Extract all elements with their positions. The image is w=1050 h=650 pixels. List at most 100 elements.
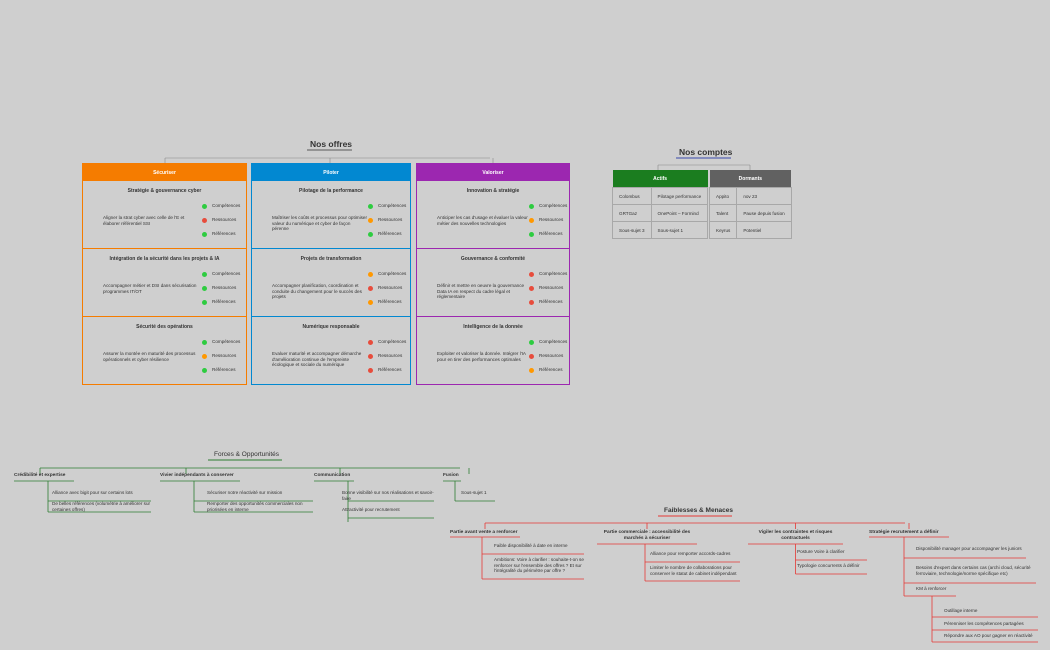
offers-title: Nos offres: [310, 139, 353, 149]
forces-leaf: Bonne visibilité sur nos réalisations et…: [342, 490, 434, 501]
faiblesses-branch-label: Partie commerciale : accessibilité des m…: [603, 530, 691, 541]
forces-title: Forces & Opportunités: [214, 451, 280, 458]
offer-leaf: Références: [529, 229, 569, 241]
offer-leaf: Références: [202, 229, 242, 241]
forces-leaf: Sous-sujet 1: [461, 490, 487, 495]
status-dot-red: [368, 368, 373, 373]
forces-branch-label: Crédibilité et expertise: [14, 473, 66, 478]
faiblesses-leaf: Typologie concurrents à définir: [797, 563, 860, 568]
faiblesses-subleaf: Répondre aux AO pour gagner en réactivit…: [944, 633, 1033, 638]
faiblesses-subleaf: Outillage interne: [944, 608, 978, 613]
status-dot-red: [202, 218, 207, 223]
account-cell: Pilotage performance: [650, 187, 709, 205]
status-dot-green: [202, 286, 207, 291]
account-cell: Sous-sujet 3: [612, 221, 652, 239]
offer-leaf: Compétences: [202, 269, 242, 281]
offer-leaf: Références: [529, 365, 569, 377]
offer-section-desc: Accompagner planification, coordination …: [272, 283, 362, 300]
account-cell: GRTGaz: [612, 204, 652, 222]
account-cell: Pause depuis fusion: [736, 204, 792, 222]
faiblesses-leaf: Faible disponibilité à date en interne: [494, 543, 568, 548]
status-dot-green: [202, 340, 207, 345]
offer-leaf-label: Compétences: [378, 203, 407, 208]
account-cell: Sous-sujet 1: [650, 221, 709, 239]
status-dot-red: [368, 354, 373, 359]
offer-leaf-label: Ressources: [539, 353, 564, 358]
status-dot-orange: [529, 368, 534, 373]
accounts-header: Dormants: [709, 170, 792, 188]
account-cell: Potentiel: [736, 221, 792, 239]
account-cell: Talent: [708, 204, 738, 222]
offer-section-desc: Evaluer maturité et accompagner démarche…: [272, 351, 362, 368]
offer-section-title: Stratégie & gouvernance cyber: [127, 188, 202, 194]
status-dot-green: [368, 232, 373, 237]
status-dot-red: [368, 340, 373, 345]
forces-leaf: Attractivité pour recrutement: [342, 507, 400, 512]
offer-leaf: Références: [202, 297, 242, 309]
forces-leaf: De belles références (volumétrie à améli…: [52, 501, 151, 512]
offer-leaf: Ressources: [368, 283, 408, 295]
offer-leaf: Ressources: [529, 283, 569, 295]
offer-leaf-label: Ressources: [378, 285, 403, 290]
accounts-title: Nos comptes: [679, 147, 733, 157]
offer-leaf-label: Références: [539, 299, 563, 304]
offer-leaf: Ressources: [529, 351, 569, 363]
account-cell: nov 23: [736, 187, 792, 205]
status-dot-green: [202, 368, 207, 373]
offer-leaf: Ressources: [368, 215, 408, 227]
offer-section-title: Gouvernance & conformité: [460, 256, 526, 262]
offer-section-desc: Définir et mettre en oeuvre la gouvernan…: [437, 283, 525, 300]
offer-section-desc: Maîtriser les coûts et processus pour op…: [272, 215, 367, 232]
offer-leaf-label: Compétences: [539, 271, 568, 276]
offer-leaf-label: Compétences: [212, 271, 241, 276]
status-dot-green: [202, 300, 207, 305]
status-dot-red: [529, 286, 534, 291]
faiblesses-leaf: Disponibilité manager pour accompagner l…: [916, 546, 1022, 551]
offer-section-desc: Assurer la montée en maturité des proces…: [103, 351, 196, 362]
offer-column-header: Piloter: [252, 164, 410, 181]
account-cell: Appito: [708, 187, 738, 205]
offer-leaf: Références: [202, 365, 242, 377]
offer-leaf-label: Références: [539, 231, 563, 236]
offer-leaf-label: Ressources: [378, 353, 403, 358]
status-dot-orange: [368, 272, 373, 277]
status-dot-orange: [368, 218, 373, 223]
forces-leaf: Alliance avec bigit pour sur certains lo…: [52, 490, 133, 495]
status-dot-red: [368, 286, 373, 291]
forces-branch-label: Communication: [314, 473, 351, 478]
offer-leaf: Références: [368, 365, 408, 377]
offer-leaf: Compétences: [202, 201, 242, 213]
account-cell: Keyrus: [708, 221, 738, 239]
offer-section-title: Intelligence de la donnée: [463, 324, 523, 330]
offer-leaf-label: Références: [212, 367, 236, 372]
offer-leaf: Références: [529, 297, 569, 309]
offer-leaf: Ressources: [202, 351, 242, 363]
status-dot-green: [202, 272, 207, 277]
status-dot-orange: [202, 354, 207, 359]
offer-leaf-label: Compétences: [378, 271, 407, 276]
status-dot-green: [529, 204, 534, 209]
offer-leaf: Compétences: [202, 337, 242, 349]
offer-leaf: Compétences: [368, 201, 408, 213]
offer-leaf: Compétences: [368, 337, 408, 349]
offer-leaf-label: Références: [539, 367, 563, 372]
offer-section-desc: Accompagner métier et DSI dans sécurisat…: [103, 283, 197, 294]
faiblesses-branch-label: Stratégie recrutement a définir: [869, 530, 939, 535]
offer-column-header: Sécuriser: [83, 164, 246, 181]
status-dot-green: [368, 204, 373, 209]
status-dot-green: [529, 232, 534, 237]
